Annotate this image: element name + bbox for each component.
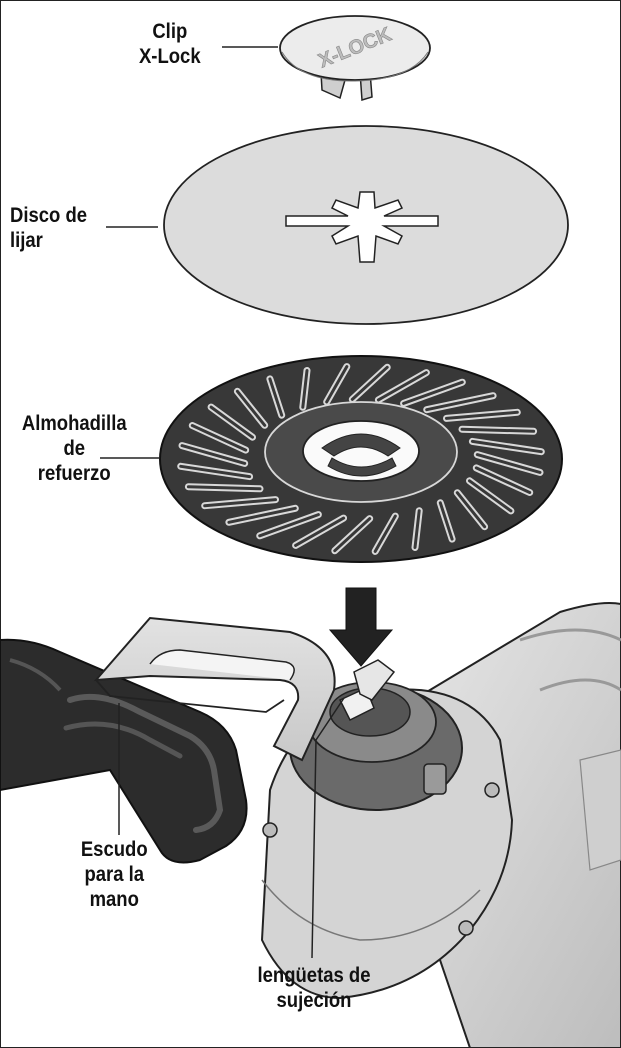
pad-slot-inner xyxy=(470,439,543,454)
pad-slot-inner xyxy=(373,514,397,553)
down-arrow-icon xyxy=(328,587,394,667)
pad-slot-inner xyxy=(413,509,421,549)
pad-slot-inner xyxy=(425,394,495,412)
pad-slot-inner xyxy=(474,466,532,494)
pad-slot-inner xyxy=(460,427,536,433)
hand-guard xyxy=(93,616,336,762)
xlock-clip: X-LOCK xyxy=(279,15,431,101)
pad-slot-inner xyxy=(180,444,247,465)
angle-grinder xyxy=(0,602,621,1048)
pad-slot-inner xyxy=(258,513,320,538)
pad-slot-inner xyxy=(333,517,372,553)
pad-slot-inner xyxy=(203,498,277,508)
pad-slot-inner xyxy=(294,516,346,547)
sanding-disc xyxy=(163,125,569,325)
pad-slot-inner xyxy=(475,453,542,474)
pad-slot-inner xyxy=(325,365,349,404)
pad-slot-inner xyxy=(268,377,284,417)
pad-slot-inner xyxy=(301,369,309,409)
label-tabs-line2: sujeción xyxy=(276,989,352,1012)
pad-slot-inner xyxy=(179,464,252,479)
pad-slot-inner xyxy=(445,410,519,420)
leader-tabs xyxy=(311,697,345,959)
backing-pad xyxy=(159,355,563,563)
pad-slot-inner xyxy=(186,485,262,491)
label-pad-line2: de xyxy=(63,437,86,460)
label-pad-line1: Almohadilla xyxy=(21,412,127,435)
label-disc-line1: Disco de xyxy=(10,204,88,227)
label-backing-pad: Almohadilla de refuerzo xyxy=(10,411,138,486)
label-guard-line1: Escudo xyxy=(80,838,148,861)
pad-slot-inner xyxy=(227,506,297,524)
pad-slot-inner xyxy=(438,501,454,541)
label-clip-xlock: Clip X-Lock xyxy=(128,19,212,69)
pad-slot-inner xyxy=(235,389,267,427)
pad-slot-inner xyxy=(209,405,254,439)
label-hand-guard: Escudo para la mano xyxy=(72,837,156,912)
label-pad-line3: refuerzo xyxy=(37,462,111,485)
pad-slot-inner xyxy=(455,491,487,529)
pad-slot-inner xyxy=(402,380,464,405)
pad-slot-inner xyxy=(468,479,513,513)
label-sanding-disc: Disco de lijar xyxy=(10,203,102,253)
label-guard-line2: para la xyxy=(84,863,145,886)
pad-slot-inner xyxy=(350,365,389,401)
label-retaining-tabs: lengüetas de sujeción xyxy=(248,963,380,1013)
label-disc-line2: lijar xyxy=(10,229,43,252)
label-clip-line2: X-Lock xyxy=(138,45,201,68)
label-tabs-line1: lengüetas de xyxy=(257,964,371,987)
pad-slot-inner xyxy=(376,371,428,402)
label-clip-line1: Clip xyxy=(152,20,188,43)
label-guard-line3: mano xyxy=(89,888,139,911)
pad-slot-inner xyxy=(190,424,248,452)
